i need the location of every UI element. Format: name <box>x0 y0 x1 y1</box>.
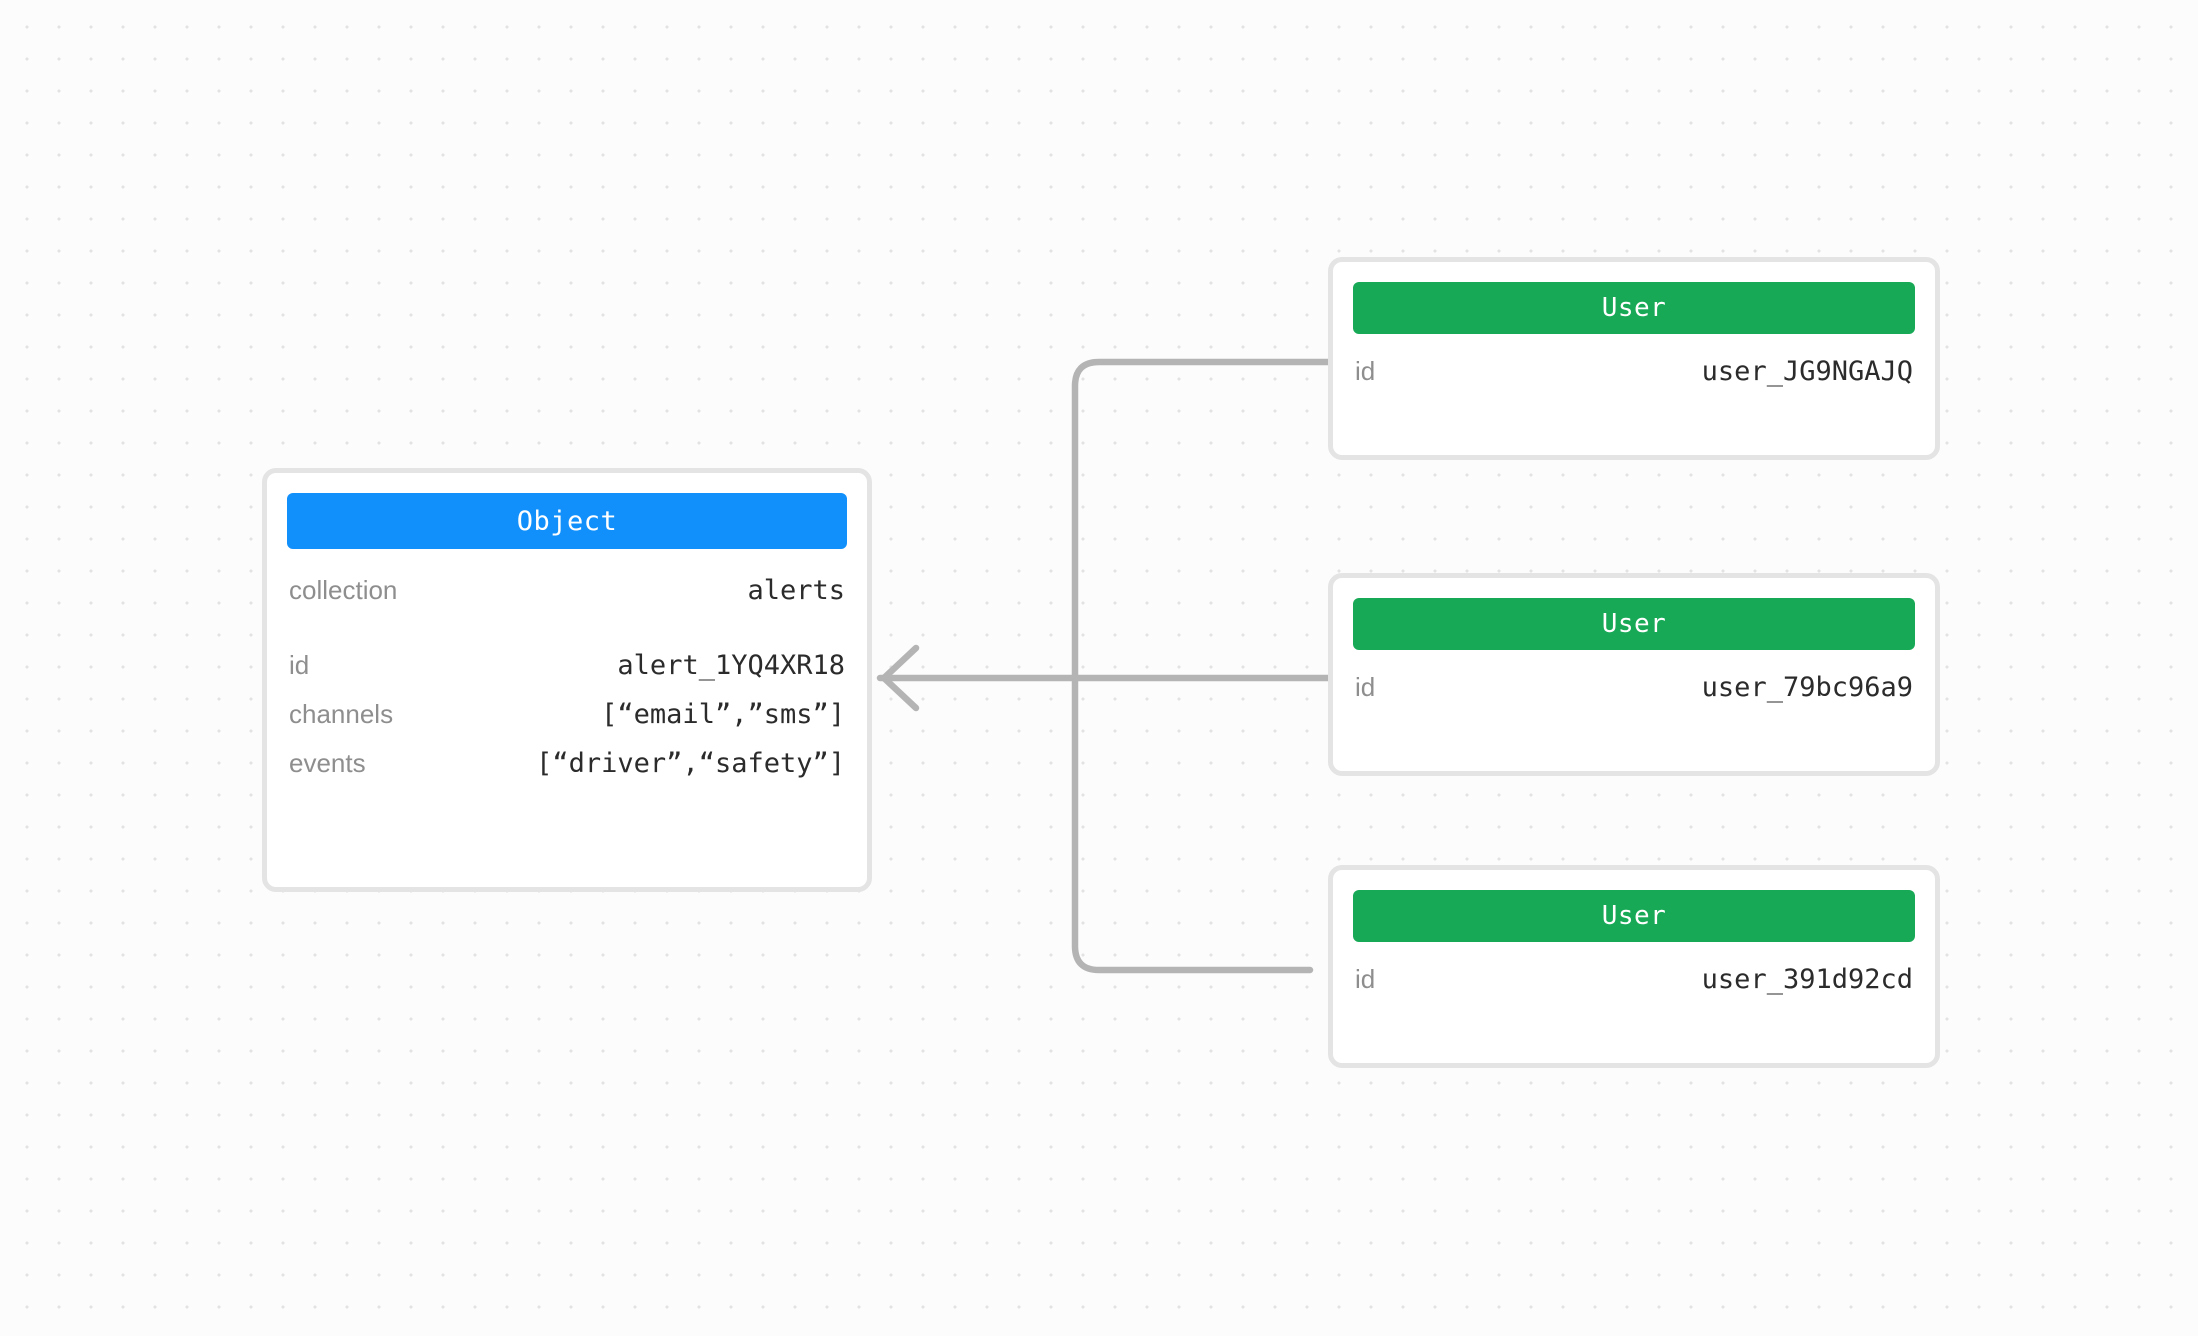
property-row-id: id user_79bc96a9 <box>1355 672 1913 718</box>
property-row-id: id alert_1YQ4XR18 <box>289 650 845 699</box>
property-row-events: events [“driver”,“safety”] <box>289 748 845 797</box>
user-node-2[interactable]: User id user_79bc96a9 <box>1328 573 1940 776</box>
edge-arrowhead-icon <box>880 644 920 712</box>
user-node-1-title: User <box>1353 282 1915 334</box>
property-row-id: id user_391d92cd <box>1355 964 1913 1010</box>
property-value: user_79bc96a9 <box>1701 672 1913 703</box>
user-node-1[interactable]: User id user_JG9NGAJQ <box>1328 257 1940 460</box>
property-value: [“driver”,“safety”] <box>536 748 845 779</box>
property-row-channels: channels [“email”,”sms”] <box>289 699 845 748</box>
user-property-group: id user_391d92cd <box>1355 964 1913 1010</box>
property-value: user_391d92cd <box>1701 964 1913 995</box>
user-node-2-body: id user_79bc96a9 <box>1333 672 1935 718</box>
object-node-body: collection alerts id alert_1YQ4XR18 chan… <box>267 575 867 797</box>
user-property-group: id user_79bc96a9 <box>1355 672 1913 718</box>
property-key: collection <box>289 575 398 605</box>
user-node-3-body: id user_391d92cd <box>1333 964 1935 1010</box>
user-node-1-body: id user_JG9NGAJQ <box>1333 356 1935 402</box>
property-key: id <box>289 650 310 680</box>
property-key: events <box>289 748 366 778</box>
edge-user1-to-object <box>1071 358 1332 682</box>
user-property-group: id user_JG9NGAJQ <box>1355 356 1913 402</box>
property-key: channels <box>289 699 394 729</box>
property-row-collection: collection alerts <box>289 575 845 624</box>
object-node[interactable]: Object collection alerts id alert_1YQ4XR… <box>262 468 872 892</box>
object-node-title: Object <box>287 493 847 549</box>
property-value: user_JG9NGAJQ <box>1701 356 1913 387</box>
user-node-3[interactable]: User id user_391d92cd <box>1328 865 1940 1068</box>
property-key: id <box>1355 672 1376 702</box>
object-property-group-1: collection alerts <box>289 575 845 624</box>
user-node-2-title: User <box>1353 598 1915 650</box>
property-value: [“email”,”sms”] <box>601 699 845 730</box>
property-value: alert_1YQ4XR18 <box>617 650 845 681</box>
property-key: id <box>1355 356 1376 386</box>
property-row-id: id user_JG9NGAJQ <box>1355 356 1913 402</box>
edge-user3-to-object <box>1071 674 1314 974</box>
object-property-group-2: id alert_1YQ4XR18 channels [“email”,”sms… <box>289 650 845 797</box>
user-node-3-title: User <box>1353 890 1915 942</box>
property-key: id <box>1355 964 1376 994</box>
property-value: alerts <box>747 575 845 606</box>
